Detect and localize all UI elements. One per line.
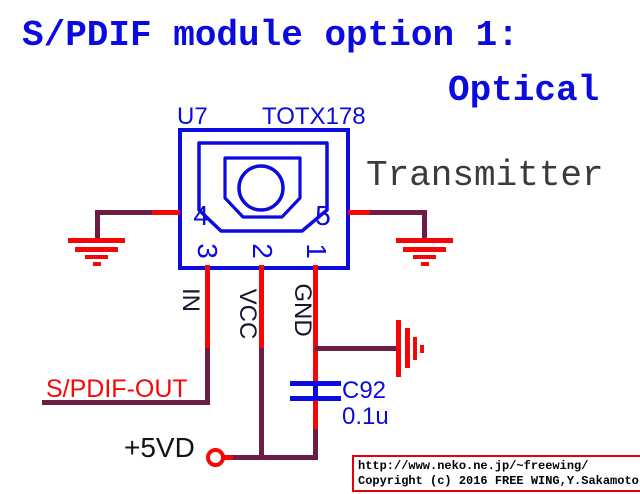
heading-optical: Optical — [448, 70, 600, 111]
heading-transmitter: Transmitter — [366, 155, 604, 196]
wire-vcc-stub — [259, 265, 264, 348]
component-refdes: U7 — [177, 103, 208, 130]
optical-transmitter-symbol — [178, 128, 350, 270]
pin-number-3: 3 — [192, 243, 223, 259]
signal-label-gnd: GND — [289, 283, 316, 337]
wire-pin5-drop — [422, 210, 427, 240]
wire-pin5-stub — [348, 210, 370, 215]
supply-terminal-icon — [206, 448, 225, 467]
wire-supply-stub — [224, 455, 234, 460]
signal-label-in: IN — [177, 288, 204, 312]
signal-label-vcc: VCC — [234, 288, 261, 340]
capacitor-refdes: C92 — [342, 377, 387, 404]
wire-pin4 — [95, 210, 152, 215]
supply-label: +5VD — [124, 432, 195, 463]
pin-number-1: 1 — [301, 243, 332, 259]
pin-number-2: 2 — [247, 243, 278, 259]
wire-pin4-drop — [95, 210, 100, 240]
wire-spdif-out — [42, 400, 210, 405]
pin-number-4: 4 — [193, 200, 209, 231]
wire-pin5 — [370, 210, 427, 215]
watermark-box: http://www.neko.ne.jp/~freewing/ Copyrig… — [352, 455, 640, 492]
wire-cap-drop — [313, 429, 318, 460]
watermark-copyright: Copyright (c) 2016 FREE WING,Y.Sakamoto — [358, 473, 639, 488]
component-partname: TOTX178 — [262, 103, 366, 130]
pin-number-5: 5 — [315, 200, 331, 231]
wire-in-drop — [205, 348, 210, 405]
wire-pin4-stub — [152, 210, 180, 215]
wire-vcc-drop — [259, 348, 264, 460]
toslink-connector-icon — [197, 141, 329, 233]
page-title: S/PDIF module option 1: — [22, 15, 519, 56]
wire-in-stub — [205, 265, 210, 348]
wire-gnd-stub — [313, 265, 318, 383]
wire-cap-stub — [313, 401, 318, 429]
wire-gnd-branch — [315, 346, 398, 351]
wire-supply — [233, 455, 318, 460]
watermark-url: http://www.neko.ne.jp/~freewing/ — [358, 459, 589, 473]
capacitor-value: 0.1u — [342, 403, 389, 430]
spdif-out-label: S/PDIF-OUT — [46, 375, 188, 403]
